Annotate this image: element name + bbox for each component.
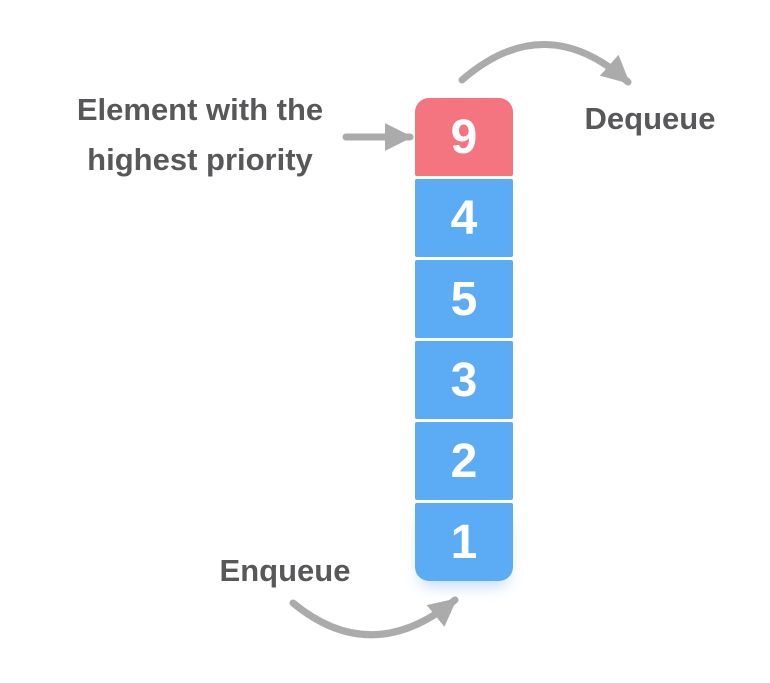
dequeue-arrow-icon: [458, 41, 632, 86]
queue-cell-4: 4: [415, 179, 513, 257]
dequeue-label: Dequeue: [584, 101, 716, 136]
enqueue-arrow-icon: [289, 596, 459, 639]
queue-cell-5: 5: [415, 260, 513, 338]
highest-priority-label-line2: highest priority: [87, 142, 313, 177]
queue-cell-2: 2: [415, 422, 513, 500]
queue-cell-9: 9: [415, 98, 513, 176]
enqueue-label: Enqueue: [219, 553, 351, 588]
highest-priority-label-line1: Element with the: [76, 92, 324, 127]
queue-cell-3: 3: [415, 341, 513, 419]
highest-priority-label: Element with the highest priority: [30, 85, 370, 185]
queue-cell-1: 1: [415, 503, 513, 581]
